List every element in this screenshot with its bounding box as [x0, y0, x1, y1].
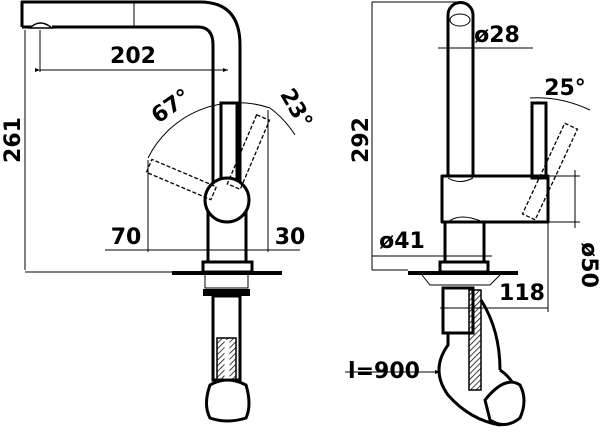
- dim-diameter-50: ø50: [576, 242, 600, 288]
- dim-diameter-28: ø28: [474, 23, 520, 48]
- dim-70: 70: [111, 225, 142, 250]
- dim-118: 118: [499, 281, 545, 306]
- dim-67deg: 67°: [147, 84, 195, 128]
- dim-23deg: 23°: [274, 84, 316, 133]
- dim-292: 292: [349, 117, 374, 163]
- base: [172, 260, 282, 423]
- aerator: [28, 22, 55, 29]
- dim-diameter-41: ø41: [379, 229, 425, 254]
- lever: [219, 101, 239, 185]
- dim-261: 261: [1, 117, 26, 163]
- dim-30: 30: [275, 225, 306, 250]
- dim-202: 202: [110, 44, 156, 69]
- dim-hose-length: l=900: [348, 359, 420, 384]
- dim-25deg: 25°: [544, 76, 586, 101]
- side-view: 292 ø28 25° ø41 ø50 118 l=900: [345, 1, 600, 427]
- spout: [20, 0, 242, 185]
- front-view: 202 261 67° 23° 70 30: [1, 0, 317, 423]
